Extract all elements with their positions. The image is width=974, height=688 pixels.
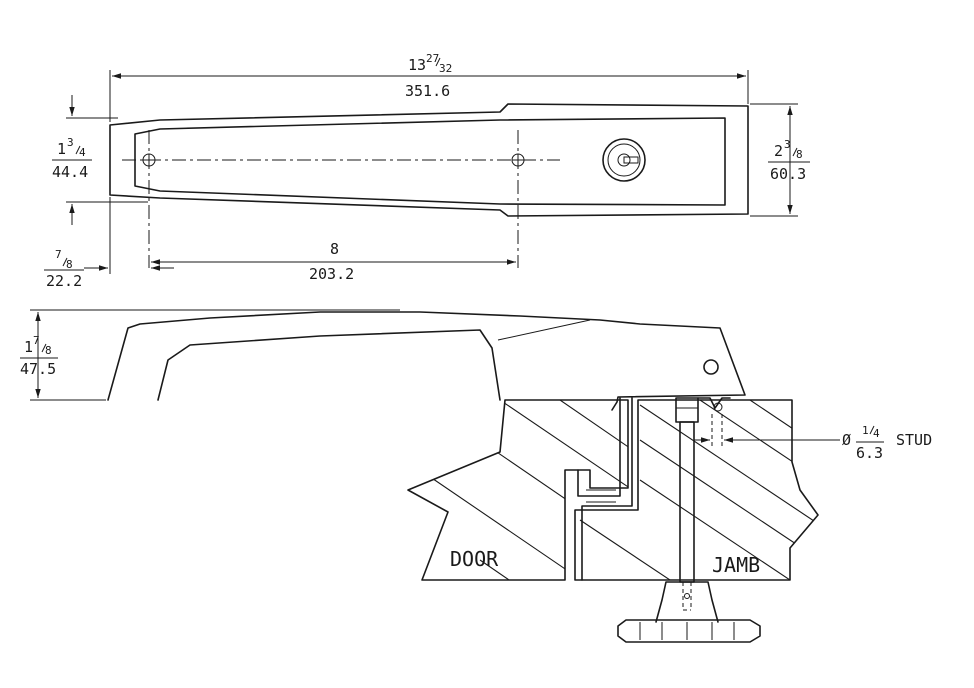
mounting-hole-right: [511, 153, 525, 167]
overall-length-num: 27: [426, 52, 439, 65]
overall-length-whole: 13: [408, 56, 426, 74]
left-height-num: 3: [67, 136, 74, 149]
handle-pivot-icon: [703, 359, 719, 375]
right-height-dimension: 2 3 8 60.3: [750, 103, 810, 217]
jamb-section: JAMB: [574, 399, 819, 581]
right-height-num: 3: [784, 138, 791, 151]
left-height-whole: 1: [57, 140, 66, 158]
handle-height-whole: 1: [24, 338, 33, 356]
side-view: 1 7 8 47.5 DOOR: [20, 309, 932, 643]
overall-length-den: 32: [439, 62, 452, 75]
stud-diameter-dimension: Ø 1 4 6.3 STUD: [694, 424, 932, 462]
offset-den: 8: [66, 258, 73, 271]
strike-plate: [577, 397, 633, 581]
handle-height-num: 7: [33, 334, 40, 347]
right-height-metric: 60.3: [770, 165, 806, 183]
left-height-den: 4: [79, 146, 86, 159]
top-view-outline: [109, 103, 749, 217]
right-height-whole: 2: [774, 142, 783, 160]
overall-length-dimension: 13 27 32 351.6: [109, 52, 749, 122]
stud-diameter-num: 1: [862, 424, 869, 437]
overall-length-metric: 351.6: [405, 82, 450, 100]
stud-bolt: [675, 397, 731, 611]
handle-height-den: 8: [45, 344, 52, 357]
hole-spacing-metric: 203.2: [309, 265, 354, 283]
handle-outline: [107, 311, 746, 411]
offset-dimension: 7 8 22.2: [44, 197, 174, 290]
offset-metric: 22.2: [46, 272, 82, 290]
left-height-metric: 44.4: [52, 163, 88, 181]
top-view-inner-panel: [134, 117, 726, 206]
mounting-hole-left: [142, 153, 156, 167]
offset-num: 7: [55, 248, 62, 261]
left-height-dimension: 1 3 4 44.4: [52, 95, 148, 225]
handle-grip-inner: [157, 329, 501, 401]
stud-diameter-den: 4: [873, 427, 880, 440]
hole-spacing-imperial: 8: [330, 240, 339, 258]
handle-height-dimension: 1 7 8 47.5: [20, 309, 400, 401]
stud-diameter-symbol: Ø: [842, 431, 851, 449]
adjustment-knob-icon: [617, 581, 761, 643]
lock-cylinder-icon: [602, 138, 646, 182]
top-view: 13 27 32 351.6 1 3 4 44.4 2 3 8: [44, 52, 810, 290]
stud-label: STUD: [896, 431, 932, 449]
jamb-label: JAMB: [712, 553, 760, 577]
right-height-den: 8: [796, 148, 803, 161]
handle-height-metric: 47.5: [20, 360, 56, 378]
stud-diameter-metric: 6.3: [856, 444, 883, 462]
door-label: DOOR: [450, 547, 499, 571]
hole-spacing-dimension: 8 203.2: [151, 240, 516, 283]
